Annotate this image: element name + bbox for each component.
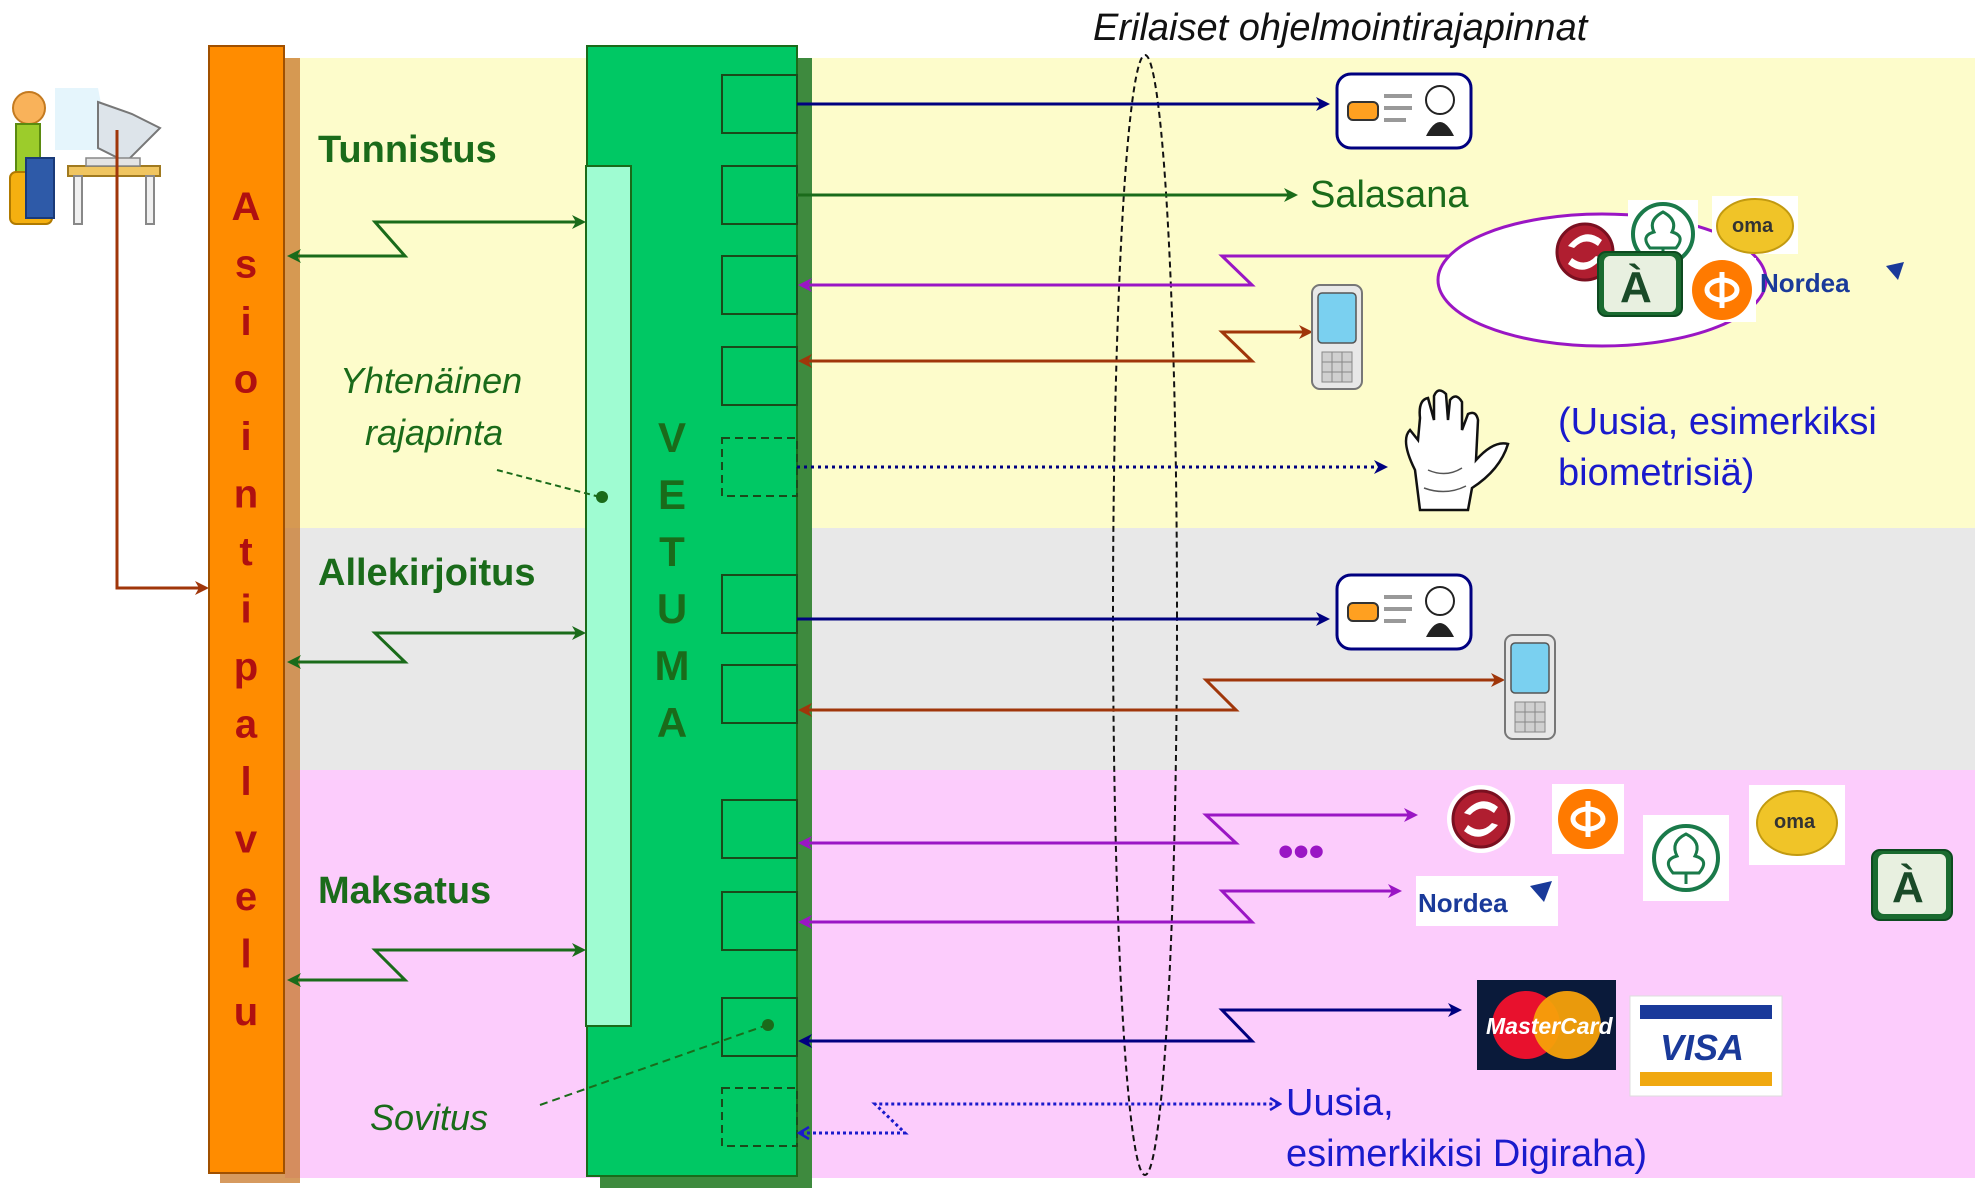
vetuma-letter: M bbox=[655, 642, 690, 689]
diagram-title: Erilaiset ohjelmointirajapinnat bbox=[1093, 7, 1589, 49]
signature-mobile-phone-icon bbox=[1504, 634, 1556, 740]
vetuma-letter: V bbox=[658, 414, 686, 461]
mastercard-logo-icon: MasterCard bbox=[1477, 980, 1616, 1070]
annotation-sovitus-dot bbox=[762, 1019, 774, 1031]
annotation-yhtenainen-leader bbox=[496, 469, 601, 498]
link-allekirjoitus bbox=[287, 626, 586, 669]
port-mobile-id bbox=[721, 346, 798, 406]
port-bank-id bbox=[721, 255, 798, 315]
annotation-sovitus-leader bbox=[539, 1024, 768, 1106]
target-digiraha-2: esimerkikisi Digiraha) bbox=[1286, 1133, 1647, 1175]
nordea-logo-text-1: Nordea bbox=[1760, 268, 1850, 298]
link-maksatus bbox=[287, 943, 586, 987]
nordea-payment-logo-text: Nordea bbox=[1418, 888, 1508, 918]
user-computer-icon bbox=[9, 88, 162, 225]
oma-logo-icon: oma bbox=[1712, 196, 1798, 254]
arrow-bank-id bbox=[798, 249, 1526, 292]
mobile-phone-icon bbox=[1311, 284, 1363, 390]
user-connector-arrow bbox=[115, 130, 209, 595]
section-maksatus: Maksatus bbox=[318, 870, 491, 912]
asiointipalvelu-letter: u bbox=[234, 990, 258, 1034]
unified-interface-panel bbox=[585, 165, 632, 1027]
op-payment-logo-icon bbox=[1552, 784, 1624, 854]
aktia-logo-icon: À bbox=[1597, 251, 1683, 317]
asiointipalvelu-letter: s bbox=[235, 243, 257, 287]
saastopankki-payment-logo-icon bbox=[1643, 815, 1729, 901]
nordea-logo-icon: Nordea bbox=[1760, 262, 1904, 298]
vetuma-letter: E bbox=[658, 471, 686, 518]
aktia-payment-logo-text: À bbox=[1892, 862, 1924, 912]
asiointipalvelu-letter: o bbox=[234, 358, 258, 402]
oma-payment-logo-text: oma bbox=[1774, 811, 1816, 833]
signature-chip-card-icon bbox=[1335, 573, 1473, 651]
chip-card-icon bbox=[1335, 72, 1473, 150]
vetuma-letter: A bbox=[657, 699, 687, 746]
arrow-mobile-id bbox=[798, 325, 1313, 368]
asiointipalvelu-bar bbox=[208, 45, 285, 1174]
asiointipalvelu-letter: n bbox=[234, 473, 258, 517]
annotation-yhtenainen-2: rajapinta bbox=[365, 412, 503, 453]
arrow-bank-payment-1 bbox=[798, 808, 1418, 850]
section-allekirjoitus: Allekirjoitus bbox=[318, 552, 536, 594]
mastercard-logo-text: MasterCard bbox=[1486, 1013, 1613, 1039]
target-biometric-2: biometrisiä) bbox=[1558, 452, 1754, 494]
hand-biometric-icon bbox=[1404, 389, 1510, 512]
port-card-payment bbox=[721, 997, 798, 1057]
asiointipalvelu-letter: l bbox=[240, 760, 251, 804]
asiointipalvelu-letter: i bbox=[240, 588, 251, 632]
asiointipalvelu-letter: a bbox=[235, 703, 258, 747]
payment-ellipsis: ••• bbox=[1278, 827, 1324, 876]
api-ellipse bbox=[1112, 54, 1178, 1176]
asiointipalvelu-letter: l bbox=[240, 933, 251, 977]
asiointipalvelu-letter: i bbox=[240, 300, 251, 344]
arrow-bank-payment-2 bbox=[798, 884, 1402, 929]
arrow-signature-mobile bbox=[798, 673, 1505, 717]
asiointipalvelu-letter: i bbox=[240, 415, 251, 459]
port-bank-payment-1 bbox=[721, 799, 798, 859]
target-biometric-1: (Uusia, esimerkiksi bbox=[1558, 401, 1877, 443]
asiointipalvelu-letter: A bbox=[232, 185, 261, 229]
aktia-logo-text: À bbox=[1620, 262, 1652, 312]
annotation-sovitus: Sovitus bbox=[370, 1097, 488, 1138]
op-logo-icon bbox=[1688, 258, 1756, 322]
visa-logo-text: VISA bbox=[1660, 1027, 1744, 1068]
port-signature-mobile bbox=[721, 664, 798, 724]
port-signature-card bbox=[721, 574, 798, 634]
asiointipalvelu-letter: e bbox=[235, 875, 257, 919]
band-allekirjoitus bbox=[285, 528, 1975, 770]
asiointipalvelu-letter: v bbox=[235, 818, 258, 862]
link-tunnistus bbox=[287, 215, 586, 263]
annotation-yhtenainen-dot bbox=[596, 491, 608, 503]
vetuma-letter: T bbox=[659, 528, 685, 575]
target-digiraha-1: Uusia, bbox=[1286, 1082, 1394, 1124]
annotation-yhtenainen-1: Yhtenäinen bbox=[340, 360, 522, 401]
sampo-payment-logo-icon bbox=[1447, 785, 1515, 853]
oma-logo-text: oma bbox=[1732, 215, 1774, 237]
aktia-payment-logo-icon: À bbox=[1871, 849, 1953, 921]
vetuma-letter: U bbox=[657, 585, 687, 632]
oma-payment-logo-icon: oma bbox=[1749, 785, 1845, 865]
nordea-payment-logo-icon: Nordea bbox=[1416, 876, 1558, 926]
section-tunnistus: Tunnistus bbox=[318, 129, 497, 171]
target-salasana: Salasana bbox=[1310, 174, 1469, 216]
arrow-card-payment bbox=[798, 1003, 1462, 1048]
asiointipalvelu-letter: p bbox=[234, 645, 258, 689]
port-bank-payment-2 bbox=[721, 891, 798, 951]
visa-logo-icon: VISA bbox=[1629, 995, 1783, 1097]
asiointipalvelu-letter: t bbox=[239, 530, 252, 574]
